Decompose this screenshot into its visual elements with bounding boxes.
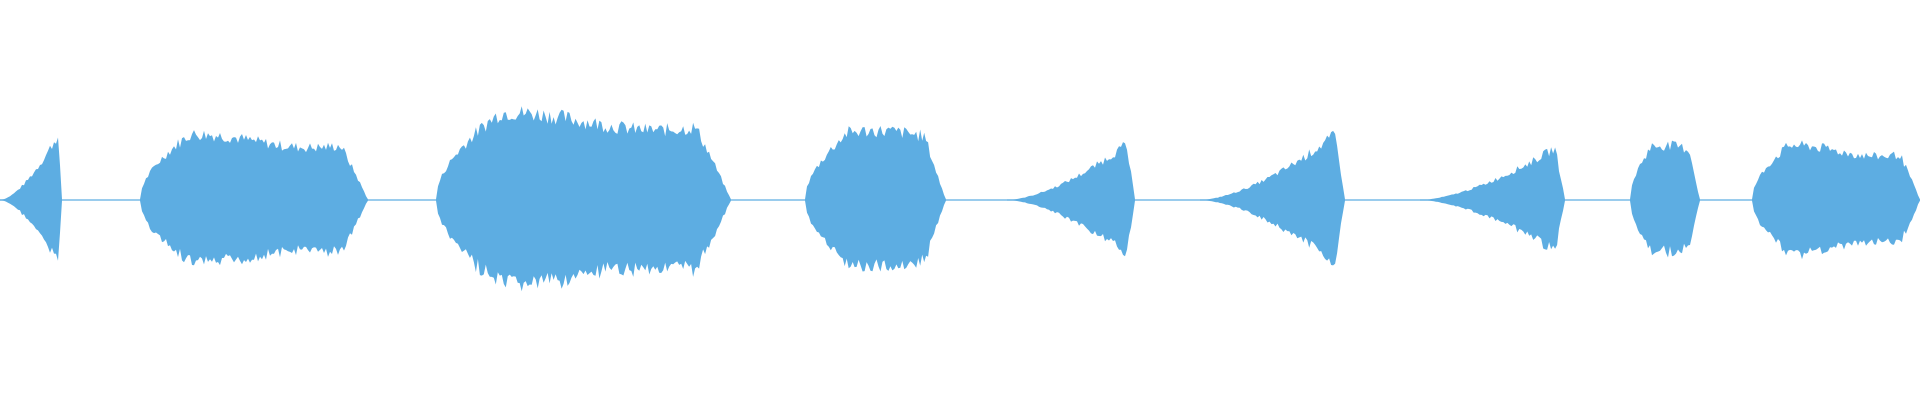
waveform-segment-6	[1200, 130, 1345, 266]
waveform-segment-9	[1752, 140, 1920, 260]
waveform-segment-5	[1007, 142, 1135, 257]
waveform-segment-2	[140, 130, 368, 266]
waveform-segment-7	[1420, 147, 1565, 250]
waveform-segment-4	[805, 126, 946, 272]
waveform-segment-8	[1630, 140, 1700, 258]
waveform-segment-1	[0, 137, 62, 261]
waveform-segments	[0, 106, 1920, 292]
waveform-segment-3	[436, 106, 731, 292]
